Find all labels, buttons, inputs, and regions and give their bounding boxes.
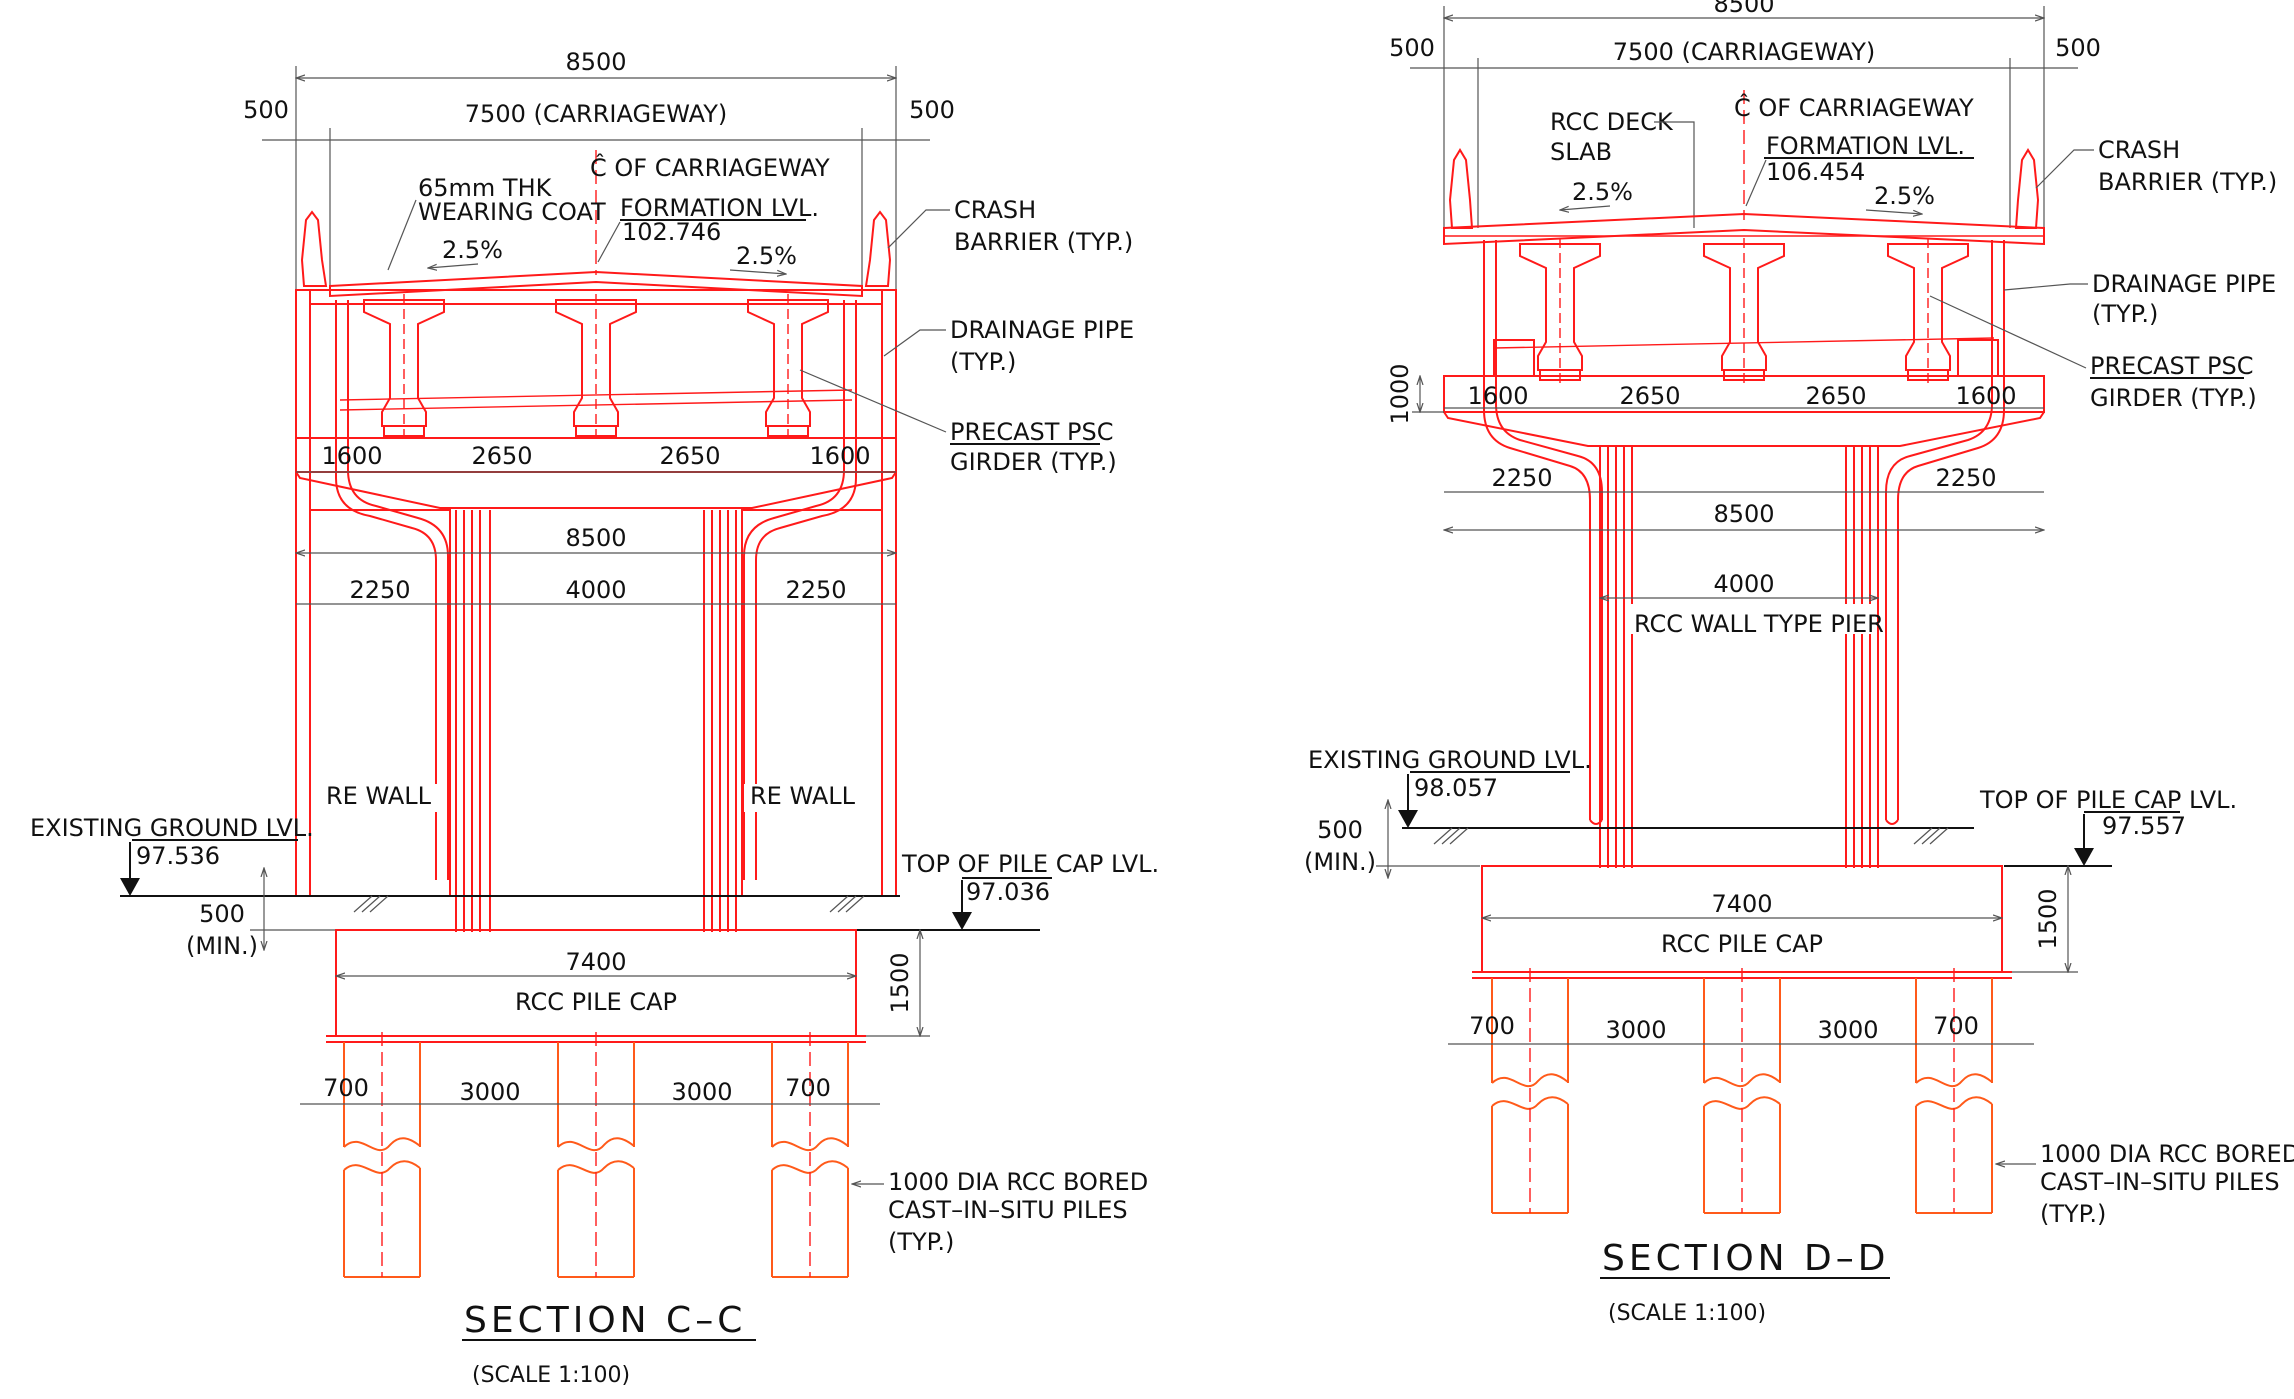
section-d-pile-cap-width: 7400: [1711, 890, 1772, 918]
section-c-wearing-coat-line1: 65mm THK: [418, 174, 553, 202]
section-c-crash-barrier-line1: CRASH: [954, 196, 1036, 224]
section-d-pier-label: RCC WALL TYPE PIER: [1634, 610, 1884, 638]
section-c-drainage-line2: (TYP.): [950, 348, 1016, 376]
section-d-min-depth-note: (MIN.): [1304, 848, 1376, 876]
section-c-formation-value: 102.746: [622, 218, 721, 246]
section-d-pile-cap-top-value: 97.557: [2102, 812, 2186, 840]
section-d-pier-cap-depth: 1000: [1386, 363, 1414, 424]
section-d-piles-line3: (TYP.): [2040, 1200, 2106, 1228]
section-d-girder-spacing-2: 2650: [1619, 382, 1680, 410]
section-c-girder-spacing-1: 1600: [321, 442, 382, 470]
section-d-dimensions-top: [1410, 6, 2078, 228]
section-d-pile-spacing-3: 3000: [1817, 1016, 1878, 1044]
section-d-centerline-label: Ĉ OF CARRIAGEWAY: [1734, 92, 1974, 122]
section-c-formation-label: FORMATION LVL.: [620, 194, 819, 222]
section-d-girder-spacing-1: 1600: [1467, 382, 1528, 410]
section-d-pile-cap-depth: 1500: [2034, 888, 2062, 949]
section-d-cap-overhang-right: 2250: [1935, 464, 1996, 492]
section-c-girder-line2: GIRDER (TYP.): [950, 448, 1117, 476]
section-c-cap-overhang-right: 2250: [785, 576, 846, 604]
section-c-re-wall-right: RE WALL: [750, 782, 856, 810]
section-c-dim-left-barrier: 500: [243, 96, 289, 124]
section-d-dim-left-barrier: 500: [1389, 34, 1435, 62]
section-d-formation-value: 106.454: [1766, 158, 1865, 186]
section-c-girder-spacing-3: 2650: [659, 442, 720, 470]
section-d-min-depth-value: 500: [1317, 816, 1363, 844]
section-c-pile-cap-top-value: 97.036: [966, 878, 1050, 906]
section-c-pier-gap: 4000: [565, 576, 626, 604]
section-c-girder-spacing-2: 2650: [471, 442, 532, 470]
section-c-pile-spacing-2: 3000: [459, 1078, 520, 1106]
section-c-drainage-line1: DRAINAGE PIPE: [950, 316, 1134, 344]
section-d-title: SECTION D–D: [1602, 1238, 1890, 1279]
section-c-pile-spacing-4: 700: [785, 1074, 831, 1102]
section-d-girder-line2: GIRDER (TYP.): [2090, 384, 2257, 412]
section-d-ground-label: EXISTING GROUND LVL.: [1308, 746, 1592, 774]
section-d-drawing: 8500 500 7500 (CARRIAGEWAY) 500 Ĉ OF CAR…: [1304, 0, 2294, 1326]
section-c-pile-cap-depth: 1500: [886, 952, 914, 1013]
section-d-crash-barrier-line2: BARRIER (TYP.): [2098, 168, 2277, 196]
section-d-scale: (SCALE 1:100): [1608, 1301, 1766, 1326]
section-c-min-depth-note: (MIN.): [186, 932, 258, 960]
section-c-title: SECTION C–C: [464, 1300, 746, 1341]
section-d-dim-right-barrier: 500: [2055, 34, 2101, 62]
section-c-piles-line1: 1000 DIA RCC BORED: [888, 1168, 1148, 1196]
section-c-wearing-coat-line2: WEARING COAT: [418, 198, 606, 226]
section-d-dim-total: 8500: [1713, 0, 1774, 18]
section-d-pier-cap-width: 8500: [1713, 500, 1774, 528]
section-c-girder-line1: PRECAST PSC: [950, 418, 1113, 446]
section-d-drainage-line1: DRAINAGE PIPE: [2092, 270, 2276, 298]
section-d-slope-left: 2.5%: [1572, 178, 1633, 206]
section-c-pier-cap-width: 8500: [565, 524, 626, 552]
section-c-girder-spacing-4: 1600: [809, 442, 870, 470]
section-d-girder-spacing-3: 2650: [1805, 382, 1866, 410]
section-d-piles-line1: 1000 DIA RCC BORED: [2040, 1140, 2294, 1168]
section-c-pile-spacing-1: 700: [323, 1074, 369, 1102]
section-d-pile-spacing-1: 700: [1469, 1012, 1515, 1040]
section-c-pile-cap-width: 7400: [565, 948, 626, 976]
section-c-scale: (SCALE 1:100): [472, 1363, 630, 1388]
section-d-crash-barrier-line1: CRASH: [2098, 136, 2180, 164]
section-d-deck-slab-line2: SLAB: [1550, 138, 1612, 166]
section-d-drainage-line2: (TYP.): [2092, 300, 2158, 328]
section-c-dim-total: 8500: [565, 48, 626, 76]
section-c-crash-barrier-line2: BARRIER (TYP.): [954, 228, 1133, 256]
section-d-ground-value: 98.057: [1414, 774, 1498, 802]
section-d-slope-right: 2.5%: [1874, 182, 1935, 210]
section-c-drawing: 8500 500 7500 (CARRIAGEWAY) 500 Ĉ OF CAR…: [30, 48, 1159, 1388]
section-d-girder-spacing-4: 1600: [1955, 382, 2016, 410]
section-d-formation-label: FORMATION LVL.: [1766, 132, 1965, 160]
section-c-dim-carriageway: 7500 (CARRIAGEWAY): [465, 100, 727, 128]
section-c-re-wall-left: RE WALL: [326, 782, 432, 810]
section-d-pier-gap: 4000: [1713, 570, 1774, 598]
section-c-slope-left: 2.5%: [442, 236, 503, 264]
section-d-piles-line2: CAST–IN–SITU PILES: [2040, 1168, 2280, 1196]
section-c-ground-value: 97.536: [136, 842, 220, 870]
section-c-ground-label: EXISTING GROUND LVL.: [30, 814, 314, 842]
section-c-centerline-label: Ĉ OF CARRIAGEWAY: [590, 152, 830, 182]
section-d-deck-slab-line1: RCC DECK: [1550, 108, 1674, 136]
section-c-cap-overhang-left: 2250: [349, 576, 410, 604]
section-c-dim-right-barrier: 500: [909, 96, 955, 124]
section-d-dim-carriageway: 7500 (CARRIAGEWAY): [1613, 38, 1875, 66]
section-d-girder-line1: PRECAST PSC: [2090, 352, 2253, 380]
section-d-pile-spacing-2: 3000: [1605, 1016, 1666, 1044]
section-c-pile-cap-top-label: TOP OF PILE CAP LVL.: [901, 850, 1159, 878]
section-d-pile-cap-top-label: TOP OF PILE CAP LVL.: [1979, 786, 2237, 814]
section-c-piles-line3: (TYP.): [888, 1228, 954, 1256]
section-d-cap-overhang-left: 2250: [1491, 464, 1552, 492]
section-c-pile-cap-label: RCC PILE CAP: [515, 988, 677, 1016]
section-c-dimensions-top: [262, 66, 930, 300]
section-d-pile-cap-label: RCC PILE CAP: [1661, 930, 1823, 958]
section-c-slope-right: 2.5%: [736, 242, 797, 270]
section-c-piles-line2: CAST–IN–SITU PILES: [888, 1196, 1128, 1224]
section-c-min-depth-value: 500: [199, 900, 245, 928]
section-c-pile-spacing-3: 3000: [671, 1078, 732, 1106]
section-d-pile-spacing-4: 700: [1933, 1012, 1979, 1040]
